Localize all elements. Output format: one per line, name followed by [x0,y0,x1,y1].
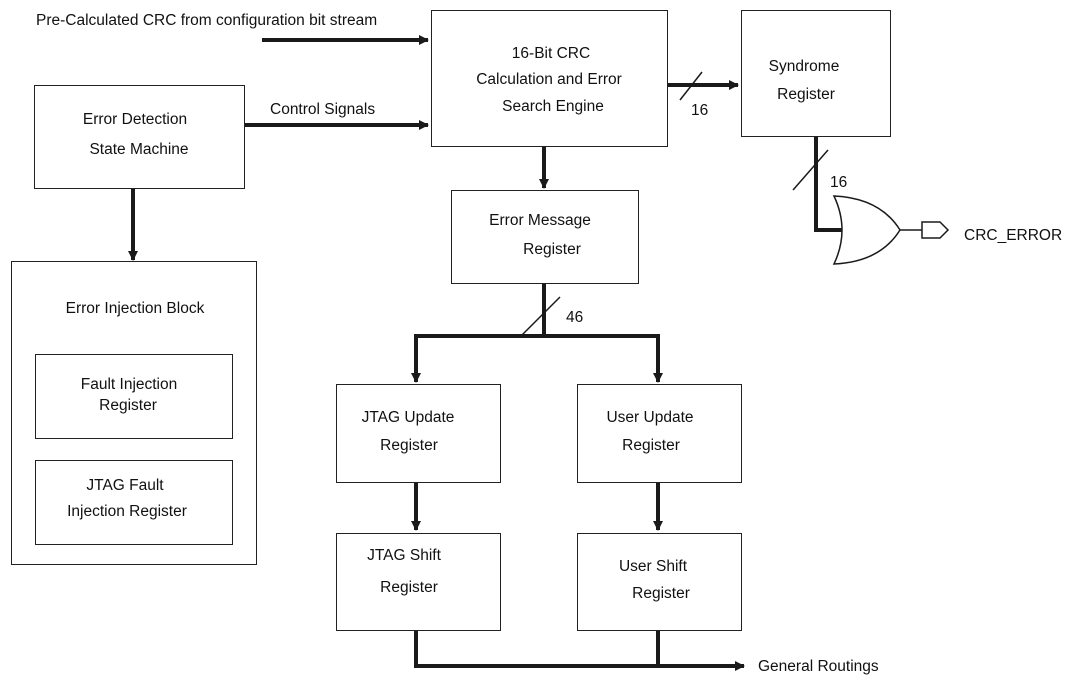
control-signals-label: Control Signals [270,101,376,118]
crc-error-label: CRC_ERROR [964,227,1063,244]
error-detection-state-machine-block [34,85,245,189]
fault-injection-line2: Register [99,397,157,414]
jtag-fault-line2: Injection Register [67,503,187,520]
jtag-shift-line2: Register [380,579,438,596]
fault-injection-line1: Fault Injection [80,376,178,393]
jtag-fault-line1: JTAG Fault [86,477,164,494]
precalc-crc-label: Pre-Calculated CRC from configuration bi… [36,12,378,29]
syndrome-line2: Register [777,86,835,103]
error-injection-title: Error Injection Block [65,300,205,317]
jtag-shift-line1: JTAG Shift [367,547,441,564]
syndrome-to-or-wire [814,136,844,232]
user-shift-line2: Register [632,585,690,602]
user-update-register-block [577,384,742,483]
user-update-line1: User Update [606,409,694,426]
error-detection-line1: Error Detection [82,111,188,128]
jtag-update-line1: JTAG Update [361,409,455,426]
bus-slash-message [519,296,561,338]
bus-slash-engine [679,71,703,101]
or-gate-shape [832,195,901,265]
jtag-update-line2: Register [380,437,438,454]
bus-width-message-label: 46 [566,309,584,326]
crc-error-port [921,221,950,239]
user-shift-register-block [577,533,742,631]
error-detection-line2: State Machine [89,141,189,158]
user-update-line2: Register [622,437,680,454]
error-message-register-block [451,190,639,284]
bus-width-syndrome-label: 16 [830,174,848,191]
crc-engine-line1: 16-Bit CRC [511,45,591,62]
jtag-fault-injection-register-block [35,460,233,545]
bus-slash-syndrome [792,149,829,191]
user-shift-line1: User Shift [618,558,688,575]
general-routings-label: General Routings [758,658,879,675]
crc-engine-line3: Search Engine [502,98,604,115]
bus-width-engine-label: 16 [691,102,709,119]
syndrome-line1: Syndrome [768,58,840,75]
crc-engine-block [431,10,668,147]
jtag-shift-register-block [336,533,501,631]
fault-injection-register-block [35,354,233,439]
error-message-line1: Error Message [489,212,591,229]
syndrome-register-block [741,10,891,137]
crc-engine-line2: Calculation and Error [476,71,622,88]
jtag-update-register-block [336,384,501,483]
error-message-line2: Register [523,241,581,258]
